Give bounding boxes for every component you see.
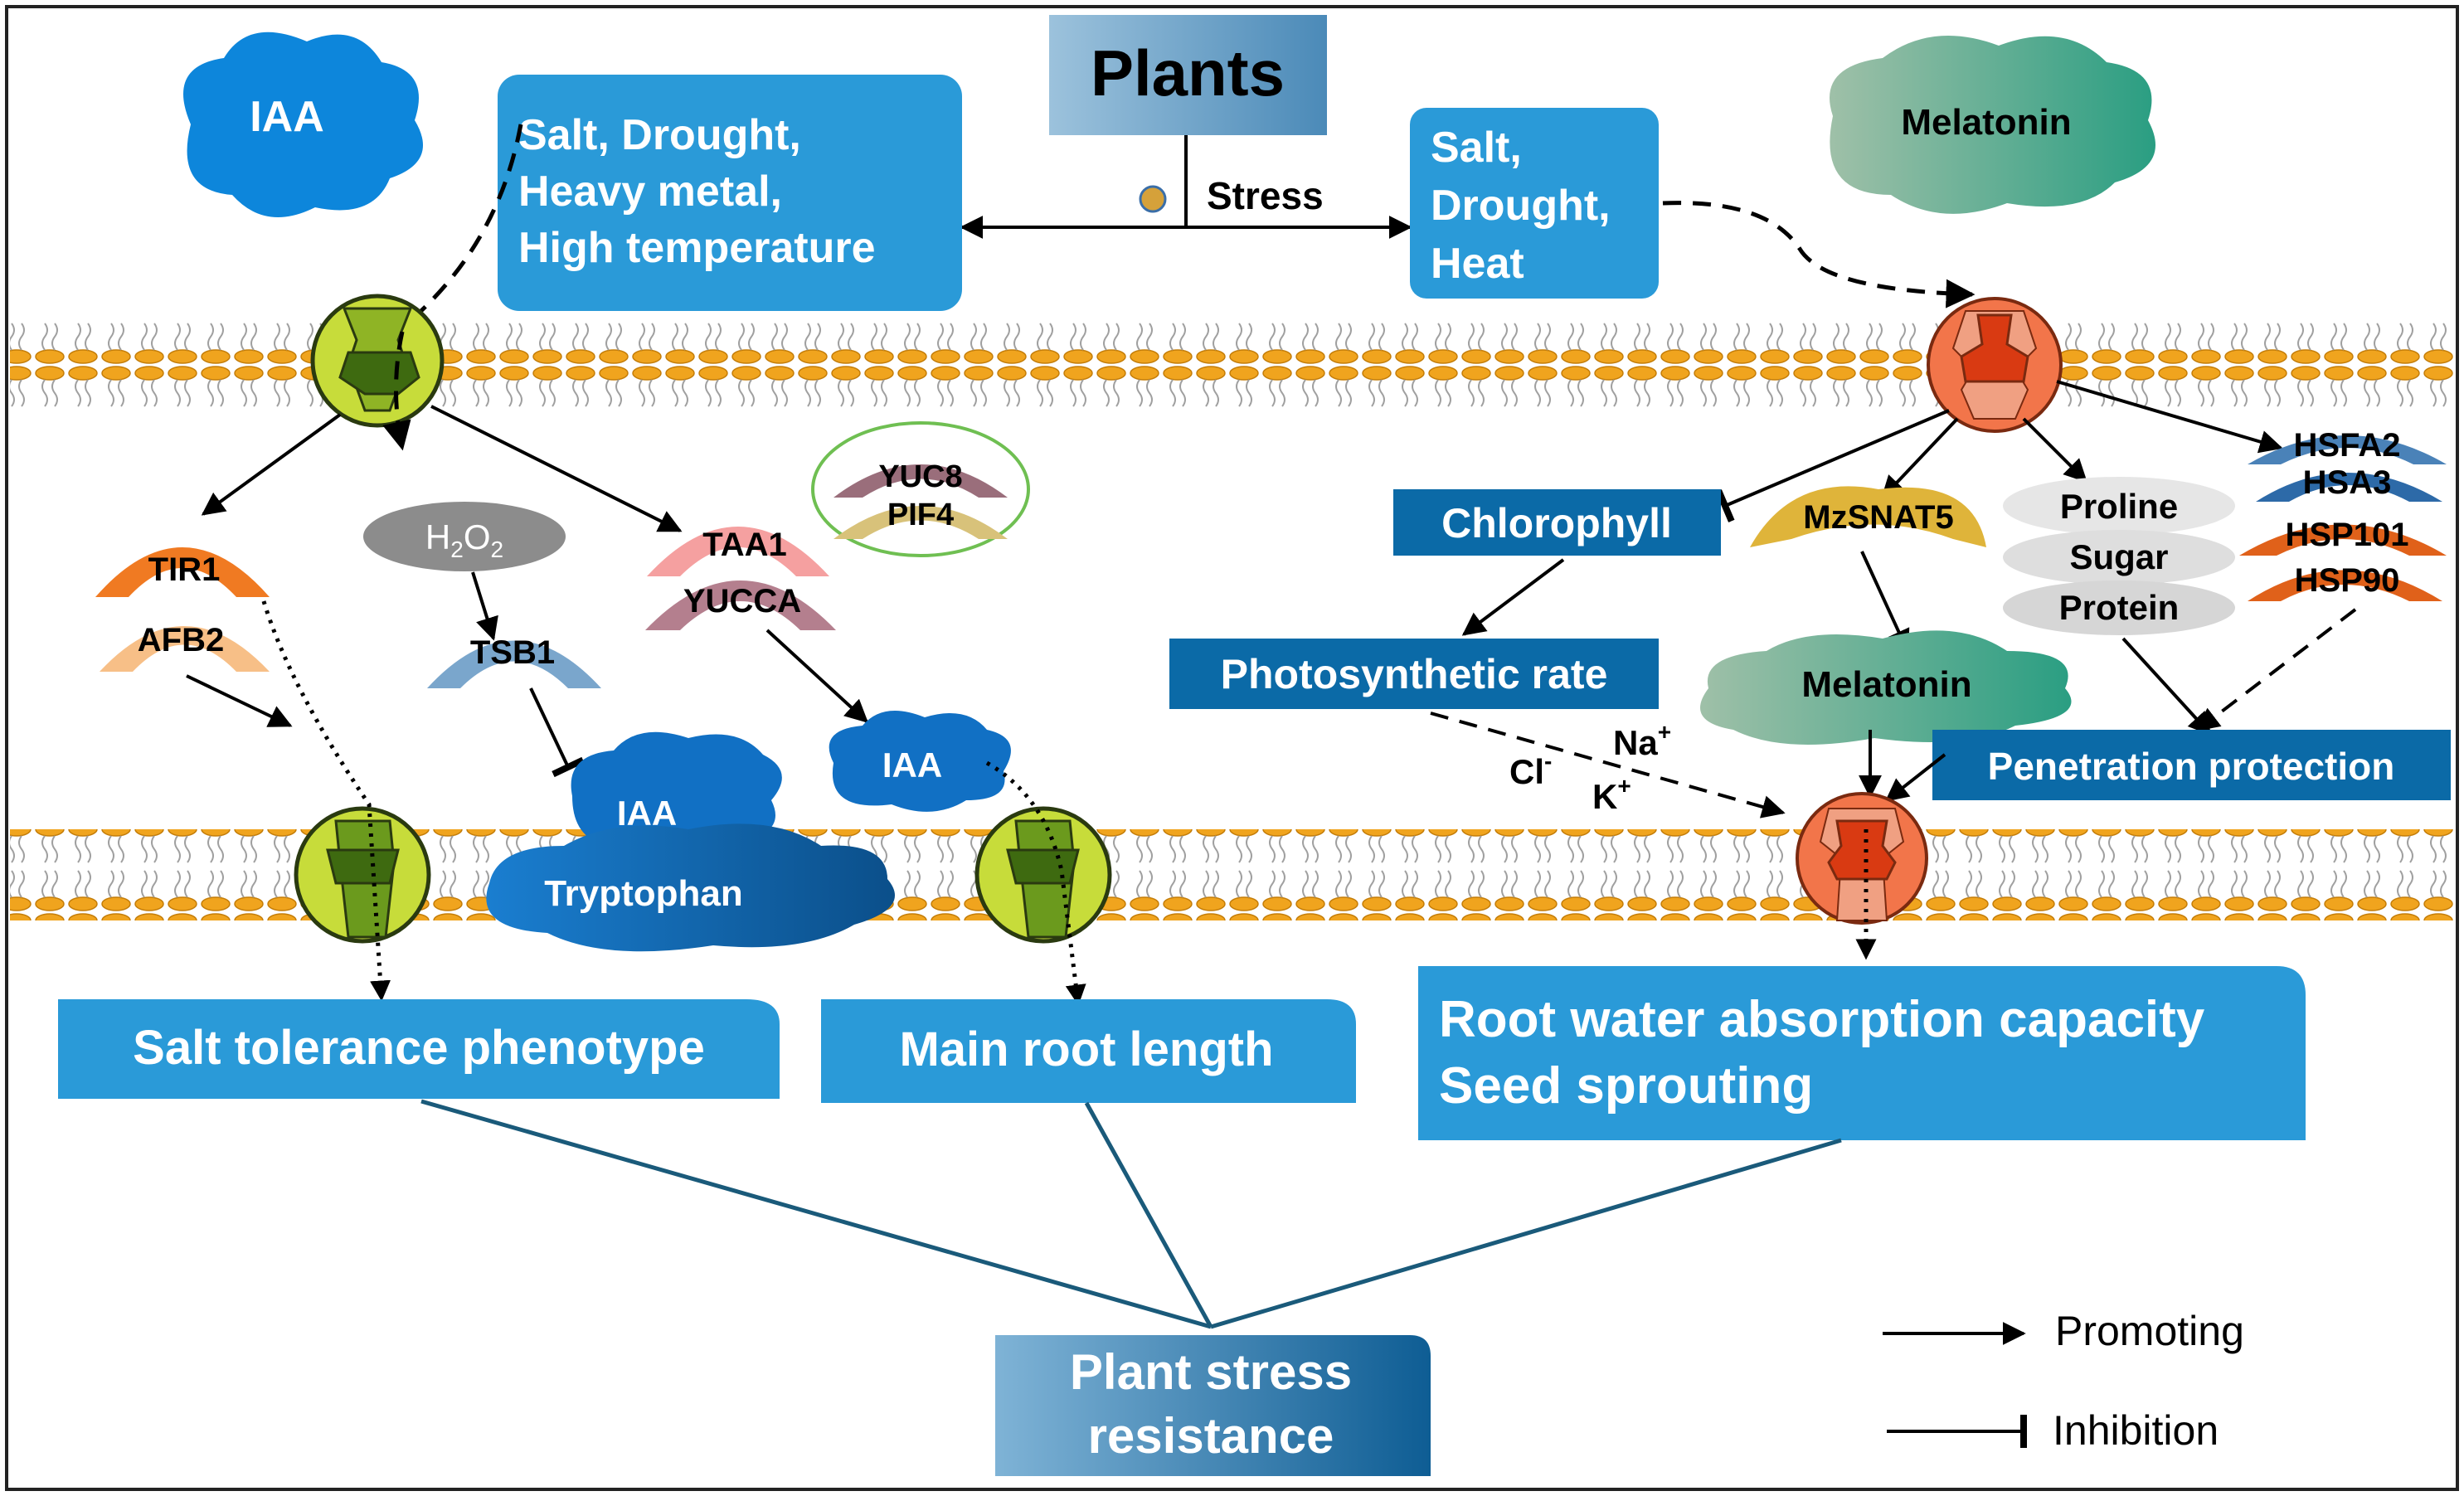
hsp-arrow <box>2195 608 2357 731</box>
svg-text:Seed sprouting: Seed sprouting <box>1439 1057 1813 1115</box>
svg-text:AFB2: AFB2 <box>138 622 224 658</box>
converge-line-left <box>420 1099 1212 1329</box>
svg-text:TSB1: TSB1 <box>470 634 555 671</box>
ion-na: Na+ <box>1613 719 1671 762</box>
svg-text:Salt, Drought,: Salt, Drought, <box>518 111 801 159</box>
svg-text:Heat: Heat <box>1431 240 1524 288</box>
green-channel-lower-left-icon <box>294 806 431 944</box>
svg-text:Main root length: Main root length <box>899 1022 1273 1076</box>
arrow-to-mzsnat5 <box>1881 417 1959 500</box>
tir1-receptor: TIR1 <box>95 547 270 597</box>
mzsnat5-enzyme: MzSNAT5 <box>1750 486 1986 547</box>
svg-text:YUCCA: YUCCA <box>683 583 801 619</box>
svg-text:Chlorophyll: Chlorophyll <box>1441 500 1672 546</box>
penetration-protection-box: Penetration protection <box>1932 730 2451 800</box>
svg-text:H2O2: H2O2 <box>425 517 503 562</box>
title: Plants <box>1091 36 1285 109</box>
ion-k: K+ <box>1592 773 1631 816</box>
iaa-cloud-icon: IAA <box>183 32 423 217</box>
salt-tolerance-box: Salt tolerance phenotype <box>58 999 780 1099</box>
legend: Promoting Inhibition <box>1883 1308 2244 1454</box>
title-box: Plants <box>1049 15 1327 135</box>
chlorophyll-arrow <box>1461 558 1565 636</box>
svg-text:PIF4: PIF4 <box>887 498 954 532</box>
arrow-to-tir1 <box>201 413 342 516</box>
svg-text:MzSNAT5: MzSNAT5 <box>1803 499 1953 536</box>
arrow-to-taa1 <box>430 405 683 532</box>
svg-text:Salt,: Salt, <box>1431 124 1522 172</box>
svg-text:TIR1: TIR1 <box>148 551 221 588</box>
left-stress-signal <box>401 124 523 329</box>
green-channel-top-icon <box>310 294 445 428</box>
photosynthetic-rate-box: Photosynthetic rate <box>1169 639 1659 709</box>
arrow-to-hsfa2 <box>2056 380 2283 454</box>
melatonin-cloud-icon: Melatonin <box>1830 36 2155 214</box>
svg-text:HSP90: HSP90 <box>2295 562 2400 599</box>
svg-text:Drought,: Drought, <box>1431 182 1611 230</box>
svg-text:Melatonin: Melatonin <box>1801 664 1971 705</box>
svg-text:Proline: Proline <box>2060 487 2178 526</box>
h2o2-arrow <box>471 571 498 641</box>
channel-to-h2o2-signal <box>382 331 411 451</box>
svg-text:Melatonin: Melatonin <box>1901 102 2071 143</box>
mzsnat5-arrow <box>1860 551 1910 653</box>
chlorophyll-box: Chlorophyll <box>1393 489 1721 556</box>
stress-dot-icon <box>1139 185 1167 213</box>
osmolytes-arrow <box>2121 637 2212 736</box>
svg-text:Photosynthetic rate: Photosynthetic rate <box>1221 651 1608 697</box>
afb2-receptor: AFB2 <box>100 622 270 672</box>
iaa-dotted-signal <box>985 760 1086 1006</box>
arrow-to-proline <box>2022 417 2087 483</box>
iaa-tryptophan-cloud-icon: IAA Tryptophan <box>486 731 895 952</box>
red-channel-lower-icon <box>1796 792 1928 925</box>
legend-promoting-label: Promoting <box>2055 1308 2244 1354</box>
svg-text:Root water absorption capacity: Root water absorption capacity <box>1439 991 2205 1048</box>
svg-text:HSP101: HSP101 <box>2286 517 2409 553</box>
yucca-enzyme: YUCCA <box>645 580 836 630</box>
svg-text:IAA: IAA <box>882 746 942 784</box>
legend-inhibition-label: Inhibition <box>2053 1407 2219 1454</box>
svg-text:HSA3: HSA3 <box>2303 464 2392 501</box>
osmolytes-group: Proline Sugar Protein <box>2003 477 2235 635</box>
afb2-arrow <box>186 674 293 727</box>
stress-label: Stress <box>1207 174 1324 217</box>
svg-text:Tryptophan: Tryptophan <box>544 873 743 914</box>
converge-line-mid <box>1084 1101 1213 1328</box>
svg-text:Plant stress: Plant stress <box>1070 1344 1352 1400</box>
svg-text:High temperature: High temperature <box>518 224 876 272</box>
ion-cl: Cl- <box>1509 748 1552 791</box>
svg-text:YUC8: YUC8 <box>878 459 962 494</box>
right-stress-box: Salt, Drought, Heat <box>1410 108 1659 299</box>
svg-text:Salt tolerance phenotype: Salt tolerance phenotype <box>133 1021 705 1075</box>
tsb1-protein: TSB1 <box>427 634 601 688</box>
penetration-arrow <box>1884 753 1946 802</box>
plant-stress-resistance-box: Plant stress resistance <box>995 1335 1431 1476</box>
svg-text:Penetration protection: Penetration protection <box>1988 745 2395 788</box>
svg-text:Protein: Protein <box>2059 588 2180 627</box>
svg-text:IAA: IAA <box>250 93 324 141</box>
root-water-box: Root water absorption capacity Seed spro… <box>1418 966 2306 1140</box>
green-channel-lower-mid-icon <box>974 806 1112 944</box>
inhibit-chlorophyll <box>1715 409 1950 522</box>
main-root-length-box: Main root length <box>821 999 1356 1103</box>
taa1-enzyme: TAA1 <box>647 527 829 576</box>
left-stress-box: Salt, Drought, Heavy metal, High tempera… <box>498 75 962 311</box>
heat-shock-proteins: HSFA2 HSA3 HSP101 HSP90 <box>2239 427 2447 601</box>
svg-text:resistance: resistance <box>1088 1408 1334 1464</box>
right-stress-signal <box>1662 201 1976 308</box>
iaa-small-cloud-icon: IAA <box>829 711 1011 812</box>
converge-line-right <box>1210 1138 1842 1329</box>
red-channel-top-icon <box>1927 297 2063 433</box>
melatonin-inner-cloud-icon: Melatonin <box>1700 630 2072 745</box>
h2o2-node: H2O2 <box>363 502 566 571</box>
photosynthesis-ion-arrow <box>1430 712 1786 818</box>
yuc8-pif4-group: YUC8 PIF4 <box>811 421 1030 557</box>
tsb1-inhibition <box>529 687 585 778</box>
svg-text:TAA1: TAA1 <box>702 527 786 563</box>
svg-text:Sugar: Sugar <box>2069 537 2168 576</box>
svg-text:Heavy metal,: Heavy metal, <box>518 168 782 216</box>
yucca-arrow <box>765 629 869 723</box>
svg-text:HSFA2: HSFA2 <box>2294 427 2401 464</box>
